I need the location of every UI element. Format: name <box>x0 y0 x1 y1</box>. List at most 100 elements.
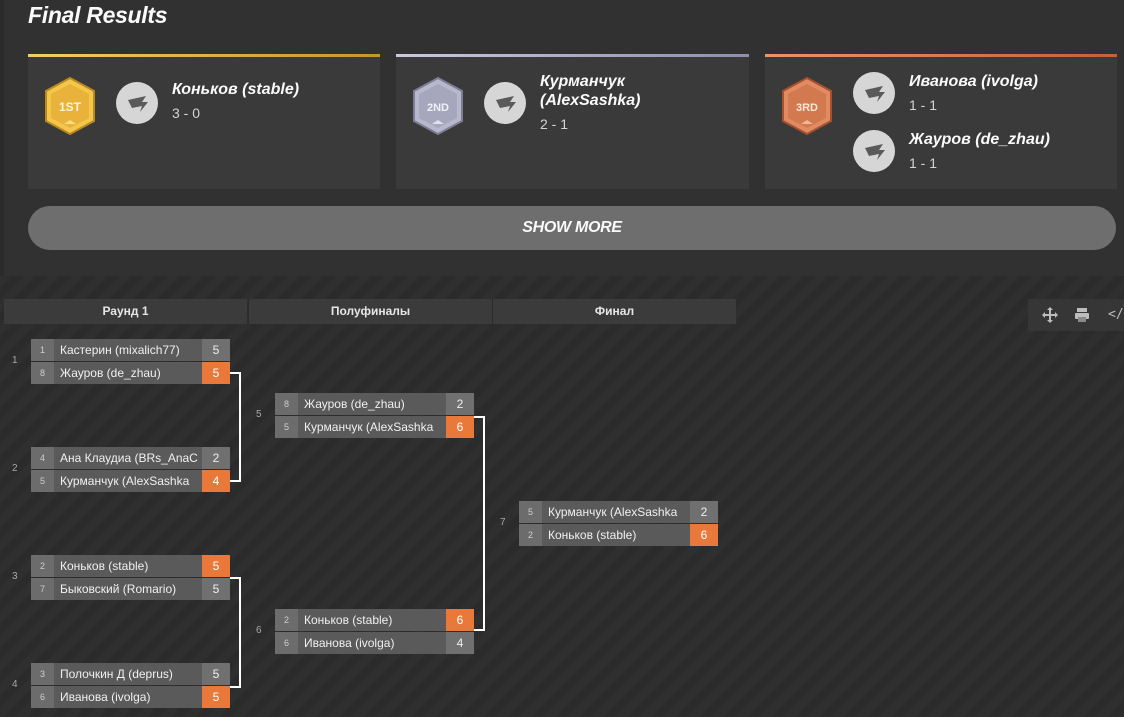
match-4-player-2[interactable]: 6 Иванова (ivolga) 5 <box>31 686 230 708</box>
player-score: 2 <box>202 447 230 469</box>
player-name: Жауров (de_zhau) <box>304 397 405 411</box>
match-4-player-1[interactable]: 3 Полочкин Д (deprus) 5 <box>31 663 230 685</box>
player-name: Коньков (stable) <box>548 528 637 542</box>
third-place-badge-label: 3RD <box>796 102 818 114</box>
seed-number: 4 <box>31 447 54 469</box>
player-score: 5 <box>202 339 230 361</box>
move-icon[interactable] <box>1040 305 1060 325</box>
seed-number: 6 <box>275 632 298 654</box>
bracket-connector <box>474 416 484 418</box>
match-2-player-2[interactable]: 5 Курманчук (AlexSashka 4 <box>31 470 230 492</box>
player-name: Курманчук (AlexSashka <box>304 420 434 434</box>
first-place-accent-bar <box>28 54 380 57</box>
player-name: Иванова (ivolga) <box>304 636 395 650</box>
player-score: 5 <box>202 578 230 600</box>
match-2-player-1[interactable]: 4 Ана Клаудиа (BRs_AnaC 2 <box>31 447 230 469</box>
player-name: Кастерин (mixalich77) <box>60 343 180 357</box>
player-avatar <box>484 82 526 124</box>
match-number: 7 <box>500 517 506 528</box>
player-score: 1 - 1 <box>909 155 938 171</box>
match-number: 3 <box>12 571 18 582</box>
team-logo-icon <box>854 131 894 171</box>
match-number: 4 <box>12 679 18 690</box>
round-header-semifinals: Полуфиналы <box>248 299 492 324</box>
seed-number: 5 <box>519 501 542 523</box>
final-results-panel: Final Results 1ST Коньков (stable) 3 - 0 <box>4 0 1124 276</box>
seed-number: 1 <box>31 339 54 361</box>
player-name: Коньков (stable) <box>172 81 300 98</box>
player-score: 5 <box>202 555 230 577</box>
seed-number: 7 <box>31 578 54 600</box>
player-name: Коньков (stable) <box>304 613 393 627</box>
bracket-toolbar: </ <box>1028 299 1124 331</box>
player-score: 4 <box>202 470 230 492</box>
team-logo-icon <box>485 83 525 123</box>
seed-number: 5 <box>275 416 298 438</box>
player-avatar <box>116 82 158 124</box>
seed-number: 6 <box>31 686 54 708</box>
player-score: 6 <box>446 609 474 631</box>
player-score: 2 <box>690 501 718 523</box>
player-name: Быковский (Romario) <box>60 582 177 596</box>
player-score: 5 <box>202 362 230 384</box>
player-score: 4 <box>446 632 474 654</box>
second-place-card: 2ND Курманчук (AlexSashka) 2 - 1 <box>396 54 749 189</box>
player-name: Иванова (ivolga) <box>60 690 151 704</box>
silver-medal-icon: 2ND <box>413 76 463 136</box>
match-5-player-1[interactable]: 8 Жауров (de_zhau) 2 <box>275 393 474 415</box>
bracket-connector <box>230 577 240 579</box>
match-1-player-2[interactable]: 8 Жауров (de_zhau) 5 <box>31 362 230 384</box>
player-name: Курманчук (AlexSashka <box>60 474 190 488</box>
bracket-connector <box>483 416 485 631</box>
player-score: 6 <box>690 524 718 546</box>
bracket-connector <box>230 480 240 482</box>
seed-number: 2 <box>275 609 298 631</box>
player-name: Жауров (de_zhau) <box>909 131 1050 148</box>
team-logo-icon <box>854 73 894 113</box>
seed-number: 5 <box>31 470 54 492</box>
match-6-player-1[interactable]: 2 Коньков (stable) 6 <box>275 609 474 631</box>
player-score: 5 <box>202 663 230 685</box>
first-place-badge-label: 1ST <box>59 100 82 114</box>
code-icon[interactable]: </ <box>1108 307 1124 322</box>
match-3-player-2[interactable]: 7 Быковский (Romario) 5 <box>31 578 230 600</box>
round-header-final: Финал <box>492 299 736 324</box>
player-score: 2 <box>446 393 474 415</box>
match-number: 1 <box>12 355 18 366</box>
match-number: 2 <box>12 463 18 474</box>
print-icon[interactable] <box>1072 305 1092 325</box>
match-6-player-2[interactable]: 6 Иванова (ivolga) 4 <box>275 632 474 654</box>
seed-number: 3 <box>31 663 54 685</box>
second-place-badge-label: 2ND <box>427 102 449 114</box>
final-results-title: Final Results <box>28 2 168 28</box>
player-name: Ана Клаудиа (BRs_AnaC <box>60 451 198 465</box>
player-score: 5 <box>202 686 230 708</box>
first-place-card: 1ST Коньков (stable) 3 - 0 <box>28 54 380 189</box>
bracket-connector <box>239 577 241 688</box>
player-avatar <box>853 130 895 172</box>
player-score: 6 <box>446 416 474 438</box>
player-name: Курманчук (AlexSashka <box>548 505 678 519</box>
bracket-connector <box>474 629 484 631</box>
player-name: Иванова (ivolga) <box>909 73 1038 90</box>
player-name: Курманчук (AlexSashka) <box>540 73 641 109</box>
player-name: Коньков (stable) <box>60 559 149 573</box>
player-score: 1 - 1 <box>909 97 938 113</box>
match-number: 5 <box>256 409 262 420</box>
match-1-player-1[interactable]: 1 Кастерин (mixalich77) 5 <box>31 339 230 361</box>
third-place-card: 3RD Иванова (ivolga) 1 - 1 Жауров (de_zh… <box>765 54 1117 189</box>
match-5-player-2[interactable]: 5 Курманчук (AlexSashka 6 <box>275 416 474 438</box>
bronze-medal-icon: 3RD <box>782 76 832 136</box>
match-3-player-1[interactable]: 2 Коньков (stable) 5 <box>31 555 230 577</box>
player-name: Жауров (de_zhau) <box>60 366 161 380</box>
match-7-player-1[interactable]: 5 Курманчук (AlexSashka 2 <box>519 501 718 523</box>
seed-number: 2 <box>31 555 54 577</box>
show-more-button[interactable]: SHOW MORE <box>28 206 1116 250</box>
bracket-connector <box>230 686 240 688</box>
player-score: 3 - 0 <box>172 105 201 121</box>
second-place-accent-bar <box>396 54 749 57</box>
round-header-1: Раунд 1 <box>4 299 247 324</box>
player-score: 2 - 1 <box>540 116 569 132</box>
bracket-connector <box>230 372 240 374</box>
match-7-player-2[interactable]: 2 Коньков (stable) 6 <box>519 524 718 546</box>
